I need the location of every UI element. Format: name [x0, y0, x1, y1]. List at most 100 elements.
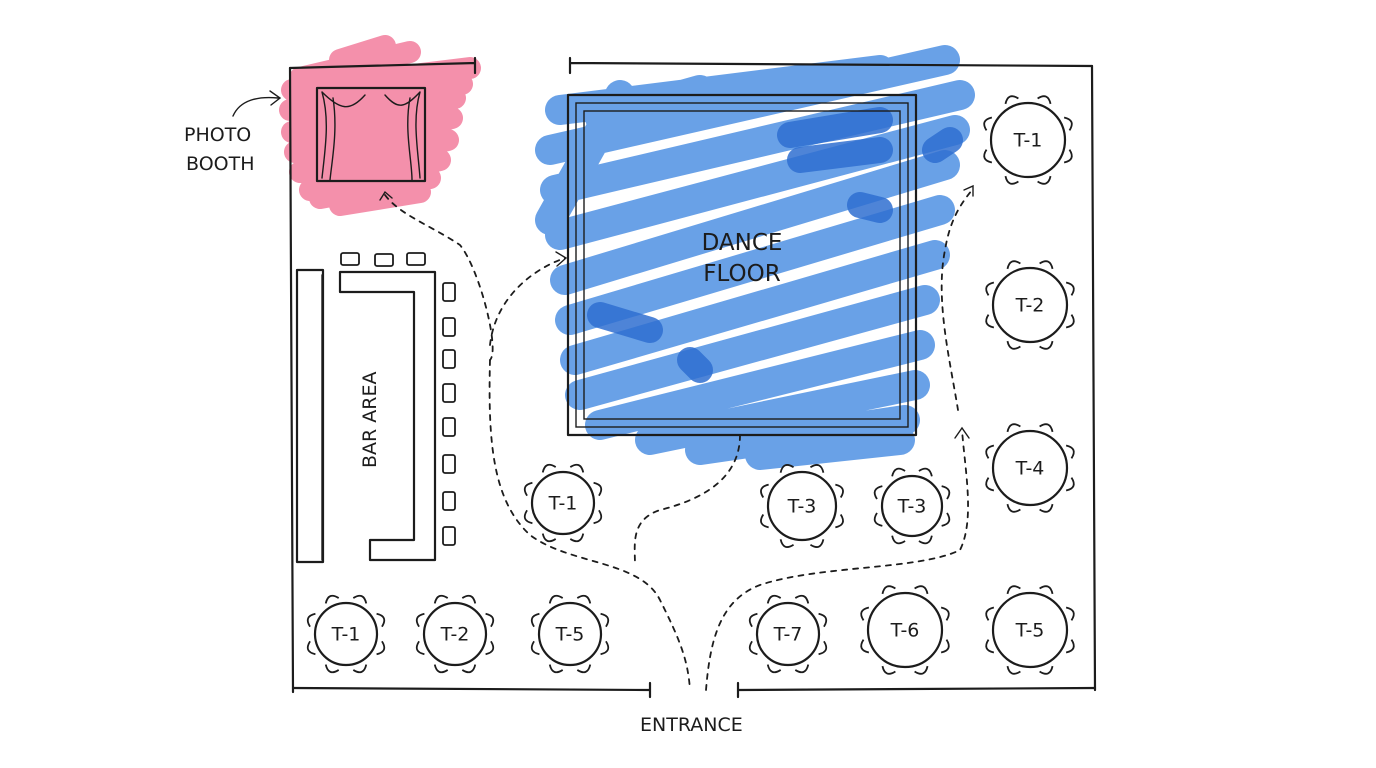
- table-label: T-4: [1015, 458, 1045, 480]
- entrance-label: ENTRANCE: [640, 714, 743, 736]
- dance-floor-label-line2: FLOOR: [703, 261, 780, 287]
- chair: [1037, 95, 1052, 105]
- photo-booth: [315, 86, 427, 183]
- chair: [1006, 260, 1021, 270]
- table-right-4: T-4: [985, 423, 1075, 513]
- chair: [352, 664, 368, 674]
- chair: [881, 585, 896, 595]
- chair: [794, 664, 810, 674]
- table-top: [880, 474, 944, 538]
- dance-floor-highlight: [535, 45, 975, 470]
- chair: [433, 594, 449, 604]
- chair: [918, 467, 933, 477]
- chair: [983, 149, 993, 164]
- chair: [985, 281, 995, 296]
- chair: [600, 612, 610, 628]
- bar-area: BAR AREA: [295, 252, 456, 564]
- table-top: [537, 601, 603, 667]
- bar-stools: [340, 252, 456, 546]
- table-label: T-2: [440, 624, 470, 646]
- table-top: [991, 266, 1069, 344]
- photo-booth-label-line1: PHOTO: [184, 124, 251, 146]
- chair: [794, 594, 810, 604]
- chair: [779, 539, 795, 548]
- dance-floor-label-line1: DANCE: [702, 230, 783, 256]
- table-label: T-1: [331, 624, 361, 646]
- table-label: T-1: [548, 493, 578, 515]
- table-top: [755, 601, 821, 667]
- chair: [576, 594, 592, 604]
- table-label: T-6: [890, 620, 920, 642]
- chair: [1006, 423, 1021, 433]
- chair: [918, 535, 933, 545]
- chair: [1065, 606, 1075, 621]
- chair: [461, 664, 477, 674]
- chair: [1004, 175, 1019, 185]
- dance-floor: DANCE FLOOR: [566, 93, 918, 437]
- table-bottom-7: T-7: [748, 594, 828, 674]
- table-label: T-2: [1015, 295, 1045, 317]
- photo-booth-label-line2: BOOTH: [186, 153, 255, 175]
- chair: [415, 640, 425, 656]
- chair: [873, 512, 883, 527]
- chair: [600, 640, 610, 656]
- chair: [376, 640, 386, 656]
- chair: [1065, 477, 1075, 492]
- chair: [860, 639, 870, 654]
- chair: [569, 463, 585, 473]
- chair: [891, 467, 906, 477]
- table-right-2: T-2: [985, 260, 1075, 350]
- chair: [593, 481, 603, 497]
- chair: [835, 513, 844, 529]
- chair: [748, 612, 758, 628]
- chair: [523, 509, 533, 525]
- chair: [1039, 665, 1054, 675]
- chair: [985, 639, 995, 654]
- chair: [873, 485, 883, 500]
- chair: [1037, 175, 1052, 185]
- chair: [1039, 503, 1054, 513]
- table-label: T-3: [897, 496, 927, 518]
- table-top: [991, 591, 1069, 669]
- chair: [985, 444, 995, 459]
- table-mid-3b: T-3: [873, 467, 951, 545]
- photo-booth-label-group: PHOTO BOOTH: [184, 90, 282, 175]
- chair: [485, 640, 495, 656]
- chair: [1006, 665, 1021, 675]
- path-to-photo-booth: [384, 194, 494, 361]
- chair: [818, 612, 828, 628]
- chair: [306, 640, 316, 656]
- chair: [1006, 503, 1021, 513]
- table-bottom-5: T-5: [530, 594, 610, 674]
- chair: [1039, 260, 1054, 270]
- chair: [940, 606, 950, 621]
- chair: [593, 509, 603, 525]
- chair: [530, 640, 540, 656]
- chair: [941, 512, 951, 527]
- chair: [809, 464, 825, 473]
- chair: [324, 594, 340, 604]
- chair: [1006, 340, 1021, 350]
- chair: [1065, 281, 1075, 296]
- table-top: [989, 101, 1067, 179]
- chair: [1065, 314, 1075, 329]
- table-mid-1: T-1: [523, 463, 603, 543]
- table-label: T-5: [555, 624, 585, 646]
- chair: [766, 664, 782, 674]
- chair: [324, 664, 340, 674]
- walkways: [379, 184, 974, 691]
- chair: [914, 665, 929, 675]
- chair: [461, 594, 477, 604]
- path-left-loop: [488, 359, 691, 691]
- chair: [415, 612, 425, 628]
- chair: [766, 594, 782, 604]
- chair: [985, 606, 995, 621]
- table-right-1: T-1: [983, 95, 1073, 185]
- chair: [1065, 639, 1075, 654]
- chair: [748, 640, 758, 656]
- table-label: T-5: [1015, 620, 1045, 642]
- chair: [835, 483, 844, 499]
- chair: [541, 463, 557, 473]
- chair: [760, 483, 769, 499]
